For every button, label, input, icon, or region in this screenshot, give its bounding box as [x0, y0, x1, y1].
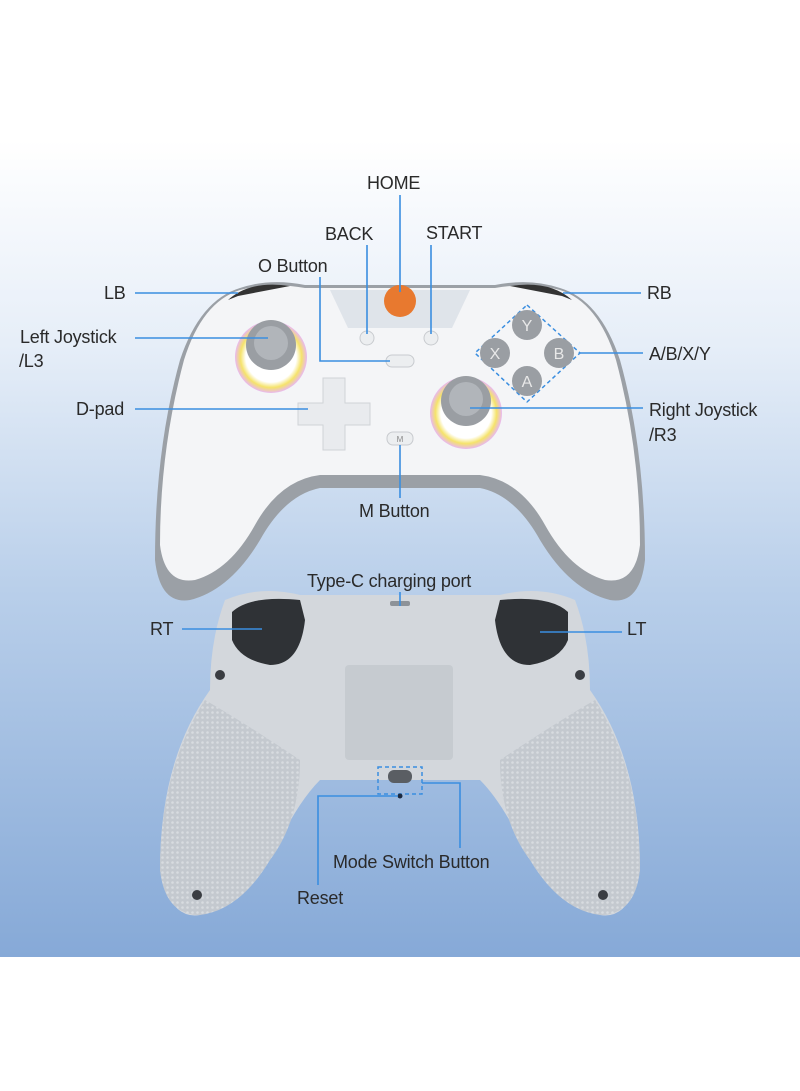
- line-mode-switch: [422, 782, 461, 848]
- label-m-button: M Button: [359, 501, 430, 521]
- label-abxy: A/B/X/Y: [649, 344, 711, 364]
- y-button[interactable]: [512, 310, 542, 340]
- label-right-joystick-sub: /R3: [649, 425, 677, 445]
- label-lt: LT: [627, 619, 647, 639]
- controller-front: M Y X B A: [155, 282, 645, 601]
- label-left-joystick: Left Joystick: [20, 327, 117, 347]
- label-dpad: D-pad: [76, 399, 125, 419]
- line-o-button: [319, 277, 390, 362]
- left-grip: [160, 700, 300, 915]
- m-glyph: M: [397, 435, 404, 444]
- battery-cover: [345, 665, 453, 760]
- label-type-c: Type-C charging port: [307, 571, 472, 591]
- label-back: BACK: [325, 224, 374, 244]
- label-right-joystick: Right Joystick: [649, 400, 758, 420]
- b-button[interactable]: [544, 338, 574, 368]
- b-glyph: B: [554, 346, 565, 363]
- label-reset: Reset: [297, 888, 344, 908]
- reset-hole[interactable]: [397, 793, 403, 799]
- a-button[interactable]: [512, 366, 542, 396]
- o-button[interactable]: [385, 354, 415, 368]
- y-glyph: Y: [522, 318, 533, 335]
- home-button[interactable]: [384, 285, 416, 317]
- d-pad[interactable]: [297, 377, 371, 451]
- label-o-button: O Button: [258, 256, 328, 276]
- lt-trigger[interactable]: [495, 598, 568, 665]
- x-glyph: X: [490, 346, 501, 363]
- controller-back: [160, 591, 640, 916]
- a-glyph: A: [522, 374, 533, 391]
- x-button[interactable]: [480, 338, 510, 368]
- label-rt: RT: [150, 619, 174, 639]
- label-left-joystick-sub: /L3: [19, 351, 44, 371]
- label-lb: LB: [104, 283, 126, 303]
- line-reset: [317, 795, 398, 885]
- label-rb: RB: [647, 283, 672, 303]
- label-mode-switch: Mode Switch Button: [333, 852, 490, 872]
- label-start: START: [426, 223, 483, 243]
- leader-lines: [135, 195, 643, 885]
- rt-trigger[interactable]: [232, 598, 305, 665]
- right-grip: [500, 700, 640, 915]
- label-home: HOME: [367, 173, 421, 193]
- mode-switch[interactable]: [388, 770, 412, 783]
